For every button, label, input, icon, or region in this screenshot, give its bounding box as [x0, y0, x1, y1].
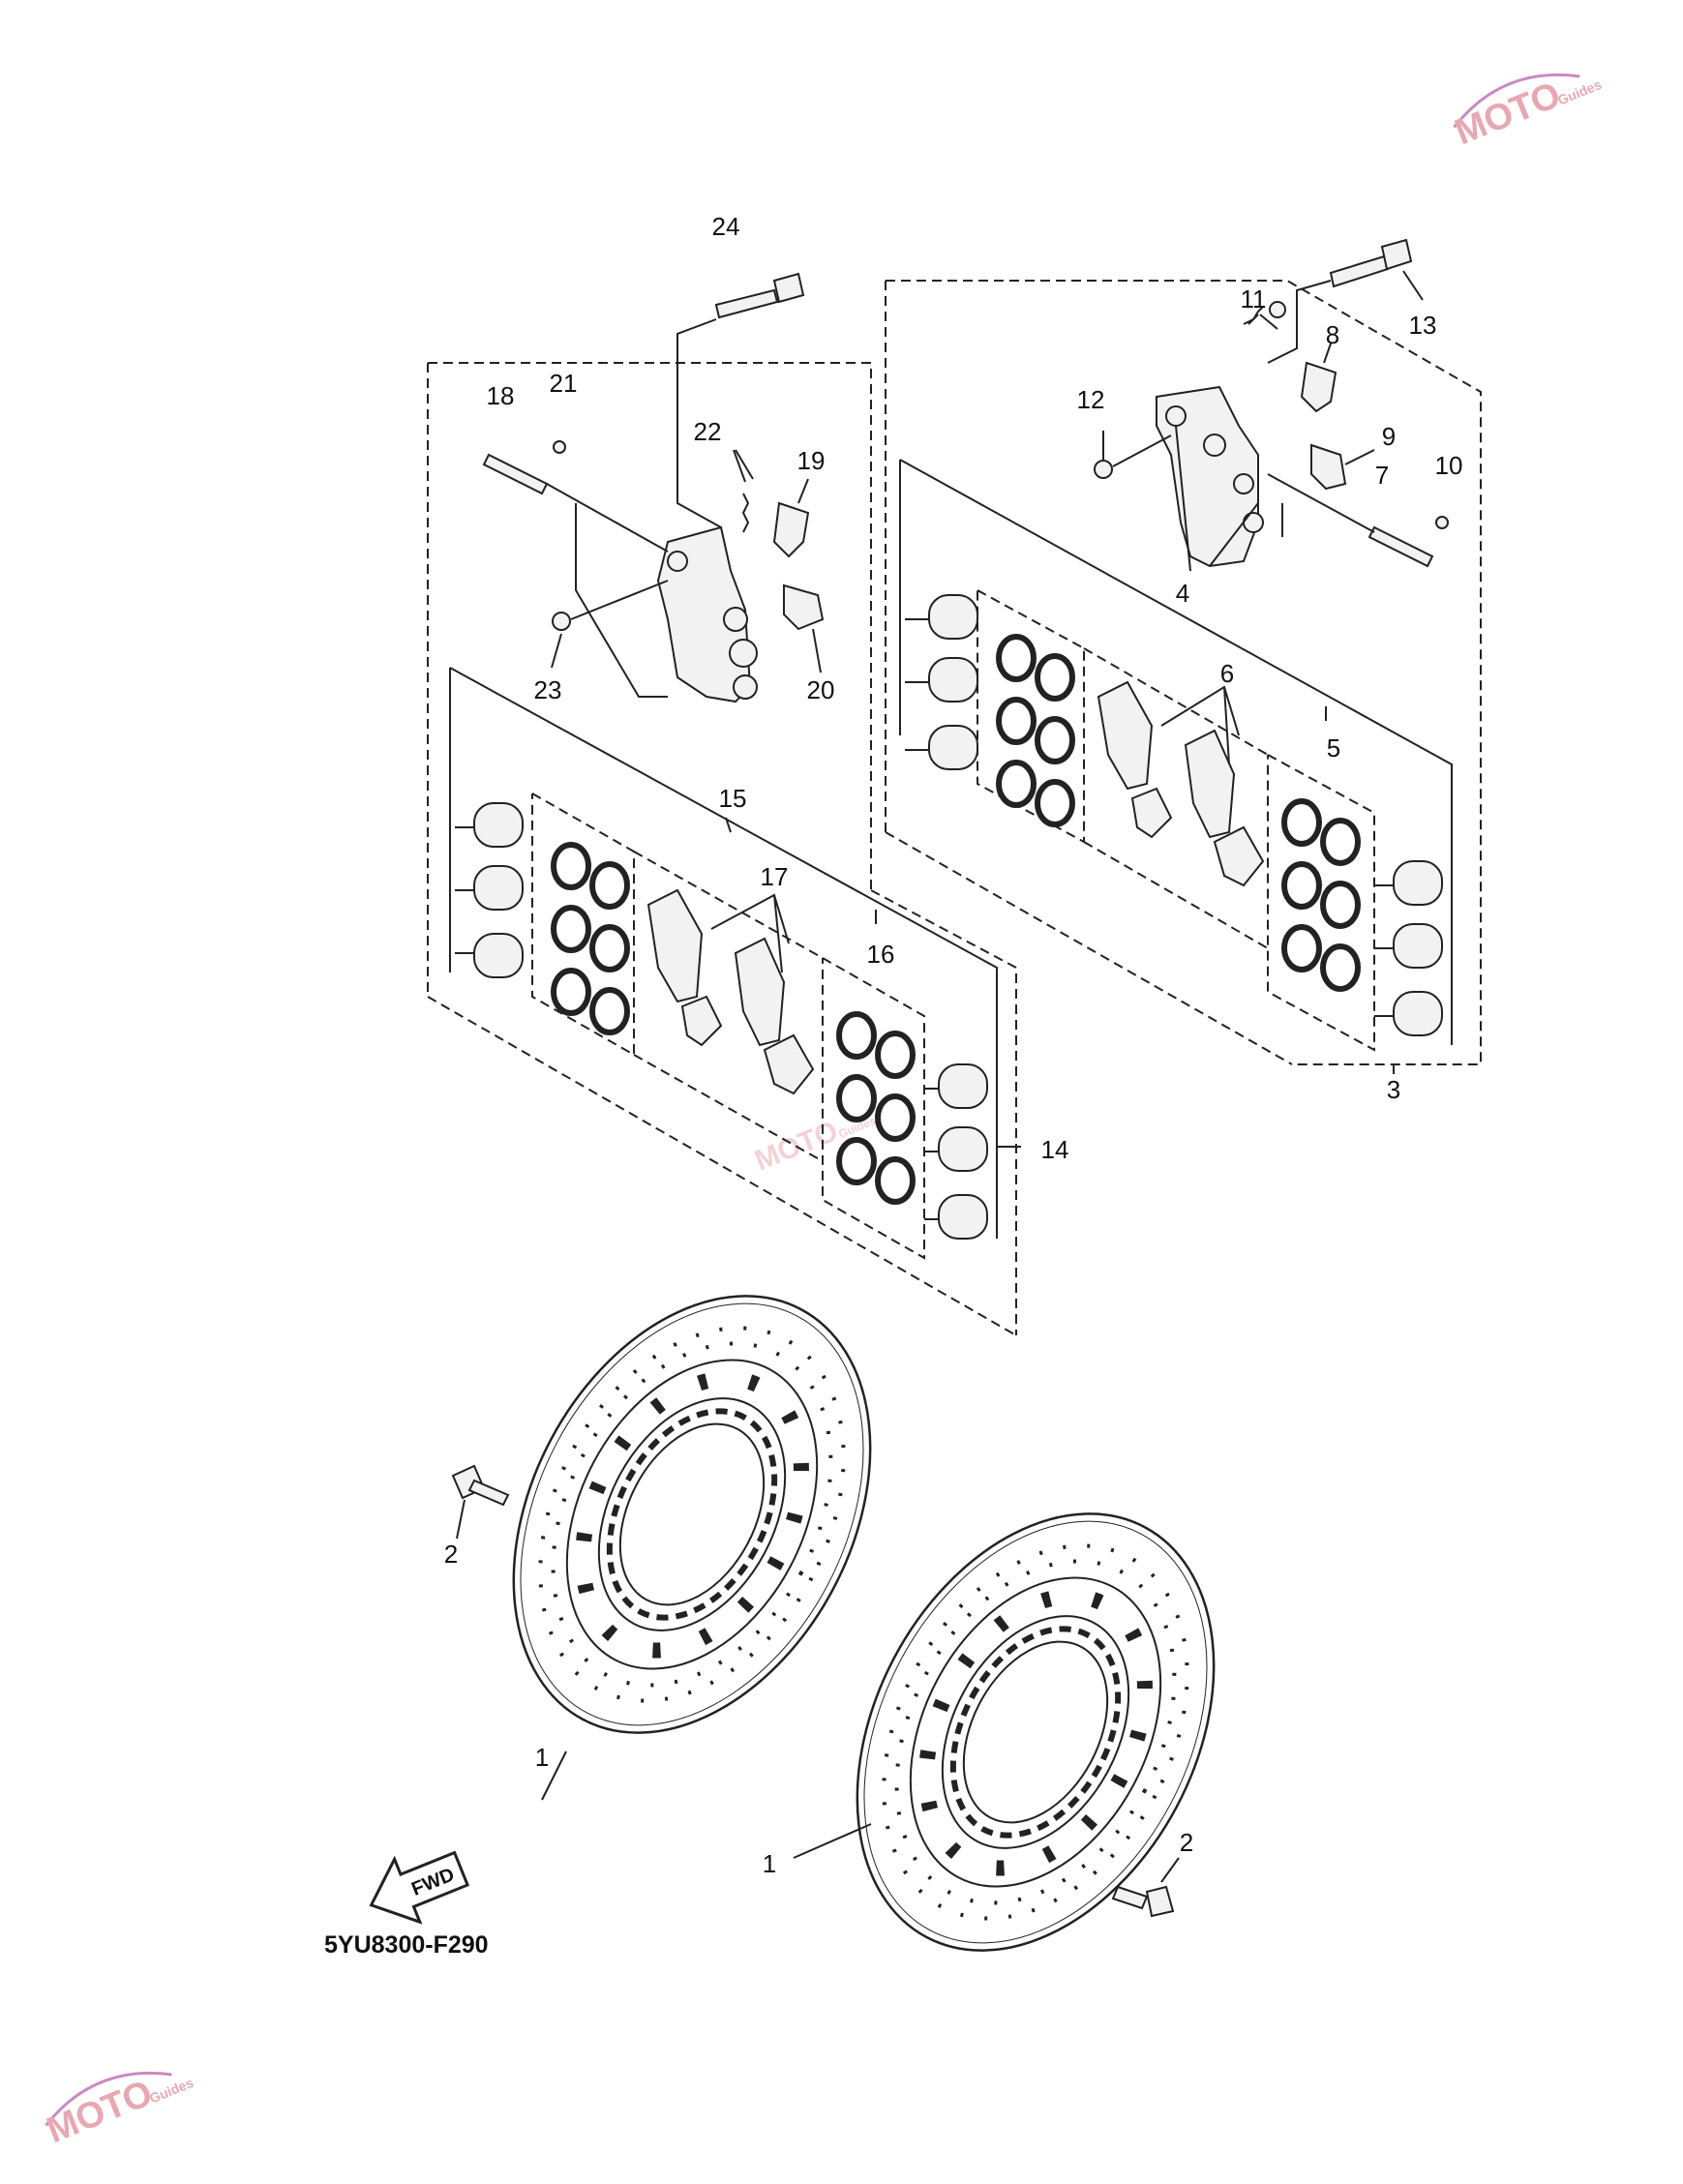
bleed-screw-10 [1435, 516, 1449, 529]
brake-disc-right [856, 1512, 1216, 1952]
left-pistons-column-a [473, 802, 524, 978]
label-16: 16 [867, 940, 895, 969]
disc-bolt-right [1111, 1885, 1175, 1918]
right-brake-pads-6 [1097, 680, 1265, 887]
left-seals-a [551, 842, 630, 1035]
right-pistons-column-a [928, 594, 978, 770]
label-1a: 1 [535, 1743, 549, 1772]
label-19: 19 [797, 446, 826, 475]
label-2b: 2 [1180, 1828, 1193, 1857]
bleed-screw-21 [553, 440, 566, 454]
pad-spring-20 [783, 583, 825, 631]
label-21: 21 [550, 369, 578, 398]
label-23: 23 [534, 675, 562, 704]
watermark-logo-bottom: MOTO Guides [42, 2071, 195, 2151]
spring-22 [741, 493, 750, 533]
label-15: 15 [719, 784, 747, 813]
pin-7 [1367, 525, 1434, 568]
svg-text:MOTO: MOTO [1450, 75, 1567, 153]
label-3: 3 [1387, 1075, 1400, 1104]
label-14: 14 [1041, 1135, 1069, 1164]
label-1b: 1 [763, 1849, 776, 1878]
label-9: 9 [1382, 422, 1396, 451]
label-13: 13 [1409, 311, 1437, 340]
label-20: 20 [807, 675, 835, 704]
bolt-24 [714, 272, 805, 319]
svg-text:Guides: Guides [147, 2075, 195, 2107]
label-10: 10 [1435, 451, 1463, 480]
label-17: 17 [761, 862, 789, 891]
label-7: 7 [1375, 461, 1389, 490]
clip-8 [1300, 361, 1337, 413]
label-4: 4 [1176, 579, 1189, 608]
right-seals-a [996, 634, 1075, 827]
label-2a: 2 [444, 1540, 458, 1569]
spring-11 [1243, 301, 1286, 325]
left-brake-pads-17 [646, 888, 815, 1095]
watermark-logo-top: MOTO Guides [1450, 73, 1604, 153]
left-pistons-column-b [938, 1063, 988, 1240]
label-5: 5 [1327, 733, 1340, 763]
label-6: 6 [1220, 659, 1234, 688]
plug-12 [1094, 460, 1113, 479]
label-8: 8 [1326, 320, 1339, 349]
clip-19 [772, 501, 810, 558]
pin-18 [482, 453, 549, 495]
pad-spring-9 [1310, 443, 1347, 491]
bolt-13 [1329, 238, 1413, 288]
left-caliper-group [427, 272, 1021, 1336]
label-22: 22 [694, 417, 722, 446]
diagram-code: 5YU8300-F290 [324, 1931, 489, 1959]
left-seals-16 [836, 1011, 916, 1205]
svg-text:Guides: Guides [1555, 76, 1604, 108]
fwd-arrow: FWD [369, 1850, 470, 1925]
plug-23 [552, 612, 571, 631]
brake-disc-left [512, 1295, 872, 1734]
label-24: 24 [712, 212, 740, 241]
disc-bolt-left [451, 1464, 510, 1507]
label-11: 11 [1241, 284, 1267, 314]
svg-text:MOTO: MOTO [42, 2073, 159, 2151]
right-pistons-column-b [1393, 860, 1443, 1036]
label-12: 12 [1077, 385, 1105, 414]
right-caliper-group [885, 238, 1482, 1074]
left-caliper-body [656, 525, 758, 703]
right-caliper-body [1156, 385, 1264, 568]
right-seals-5 [1281, 798, 1361, 992]
label-18: 18 [487, 381, 515, 410]
